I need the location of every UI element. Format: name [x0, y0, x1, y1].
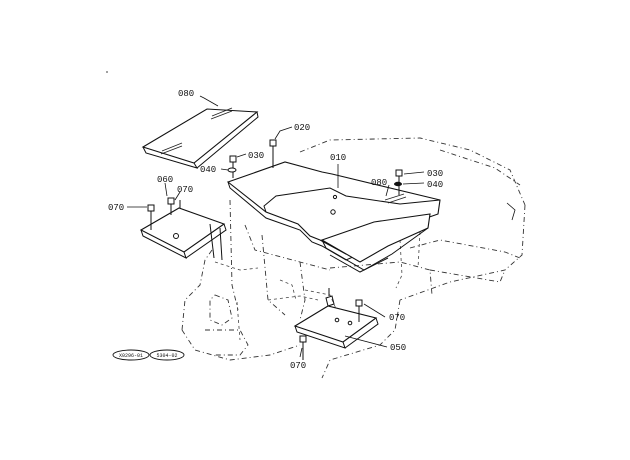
bolt-070-bottom: [299, 335, 307, 360]
reference-code-left-text: X0296-01: [119, 353, 143, 359]
reference-code-left: X0296-01: [112, 349, 150, 361]
washer-040-right: [394, 181, 402, 187]
clip-bracket-lower: [325, 288, 335, 307]
stray-marks: [106, 71, 516, 221]
bolt-030-left: [229, 155, 237, 178]
label-070-left-a: 070: [108, 203, 124, 213]
plate-080-right: [320, 213, 431, 273]
reference-code-right: 5304-02: [149, 349, 185, 361]
washer-040-left: [227, 167, 237, 173]
part-labels: 080 020 030 040 010 080 030 040 060 070 …: [108, 89, 443, 371]
leader-lines: [127, 95, 425, 358]
bolt-070-left-a: [147, 204, 155, 230]
label-080-top: 080: [178, 89, 194, 99]
bolt-070-bottom-right: [355, 299, 363, 322]
label-020: 020: [294, 123, 310, 133]
label-060: 060: [157, 175, 173, 185]
label-070-bottom-right: 070: [389, 313, 405, 323]
reference-code-right-text: 5304-02: [156, 353, 177, 359]
plate-080-top: [141, 107, 259, 169]
bolt-020: [269, 139, 277, 168]
plate-050: [293, 305, 379, 349]
plate-060: [139, 200, 227, 261]
label-040-left: 040: [200, 165, 216, 175]
label-070-bottom: 070: [290, 361, 306, 371]
label-070-left-b: 070: [177, 185, 193, 195]
bolt-070-left-b: [167, 197, 175, 215]
label-050: 050: [390, 343, 406, 353]
label-010: 010: [330, 153, 346, 163]
label-080-right: 080: [371, 178, 387, 188]
label-040-right: 040: [427, 180, 443, 190]
label-030-left: 030: [248, 151, 264, 161]
label-030-right: 030: [427, 169, 443, 179]
